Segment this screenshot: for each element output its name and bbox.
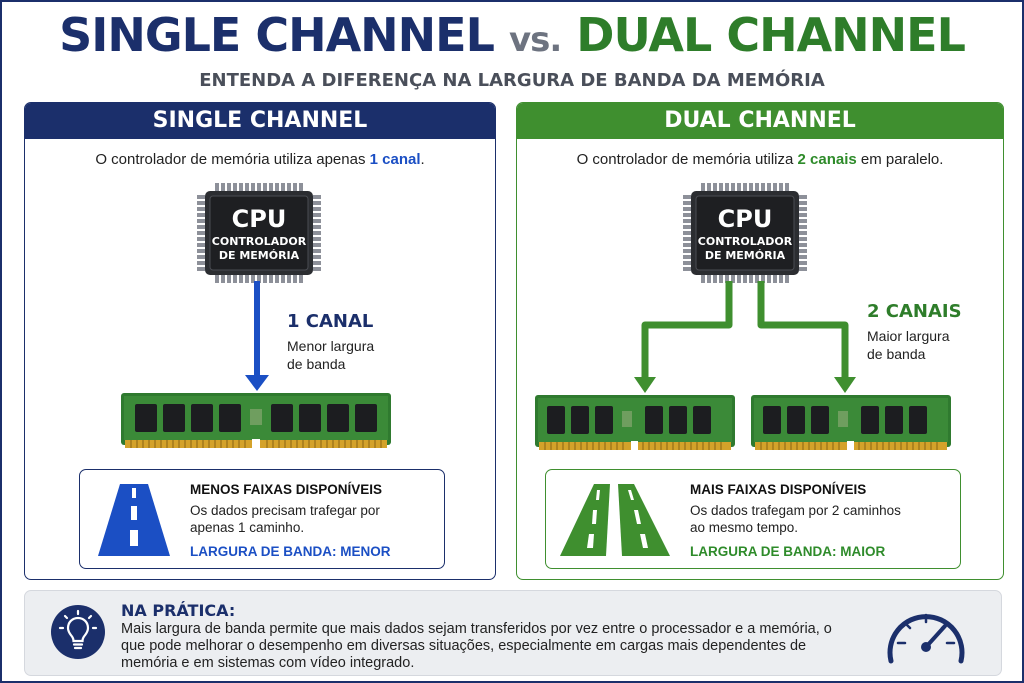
single-box-title: MENOS FAIXAS DISPONÍVEIS [190, 482, 383, 497]
practice-text: Mais largura de banda permite que mais d… [121, 621, 832, 671]
dual-cpu-sub-2: DE MEMÓRIA [704, 249, 786, 262]
dual-info-box: MAIS FAIXAS DISPONÍVEIS Os dados trafega… [545, 469, 961, 569]
single-info-box: MENOS FAIXAS DISPONÍVEIS Os dados precis… [79, 469, 445, 569]
single-channel-panel: SINGLE CHANNEL O controlador de memória … [24, 102, 496, 580]
dual-cpu-subtitle: CONTROLADOR DE MEMÓRIA [683, 235, 807, 263]
dual-desc-end: em paralelo. [856, 151, 944, 168]
single-cpu-subtitle: CONTROLADOR DE MEMÓRIA [197, 235, 321, 263]
lightbulb-icon [51, 605, 105, 659]
dual-ram-module-2-icon [751, 395, 951, 451]
practice-box: NA PRÁTICA: Mais largura de banda permit… [24, 590, 1002, 676]
single-box-text-1: Os dados precisam trafegar por [190, 503, 380, 518]
single-desc-highlight: 1 canal [369, 151, 421, 168]
dual-box-text: Os dados trafegam por 2 caminhos ao mesm… [690, 502, 901, 536]
dual-note-line-1: Maior largura [867, 328, 950, 344]
cpu-chip-icon [197, 183, 321, 283]
dual-channel-label: 2 CANAIS [867, 301, 962, 322]
single-box-text: Os dados precisam trafegar por apenas 1 … [190, 502, 380, 536]
dual-cpu-sub-1: CONTROLADOR [697, 235, 793, 248]
single-cpu-sub-2: DE MEMÓRIA [218, 249, 300, 262]
dual-note-line-2: de banda [867, 346, 926, 362]
dual-channel-arrows-icon [634, 281, 856, 393]
single-note-line-1: Menor largura [287, 338, 375, 354]
speedometer-icon [887, 613, 965, 664]
subtitle: ENTENDA A DIFERENÇA NA LARGURA DE BANDA … [199, 70, 825, 91]
single-cpu-title: CPU [231, 205, 287, 233]
single-channel-label: 1 CANAL [287, 311, 374, 332]
practice-title: NA PRÁTICA: [121, 601, 236, 620]
dual-desc-text: O controlador de memória utiliza [576, 151, 798, 168]
single-box-text-2: apenas 1 caminho. [190, 520, 305, 535]
title-dual-channel: DUAL CHANNEL [576, 8, 966, 62]
dual-channel-note: Maior largura de banda [867, 327, 949, 363]
single-cpu-sub-1: CONTROLADOR [211, 235, 307, 248]
single-bandwidth-label: LARGURA DE BANDA: MENOR [190, 544, 391, 559]
dual-panel-heading: DUAL CHANNEL [517, 103, 1003, 139]
single-panel-description: O controlador de memória utiliza apenas … [25, 151, 495, 168]
dual-bandwidth-label: LARGURA DE BANDA: MAIOR [690, 544, 886, 559]
single-note-line-2: de banda [287, 356, 346, 372]
dual-box-text-1: Os dados trafegam por 2 caminhos [690, 503, 901, 518]
dual-ram-module-1-icon [535, 395, 735, 451]
title-vs: vs. [508, 20, 562, 60]
cpu-chip-icon [683, 183, 807, 283]
dual-cpu-title: CPU [717, 205, 773, 233]
single-desc-end: . [420, 151, 425, 168]
single-channel-arrow-icon [245, 281, 269, 391]
dual-box-text-2: ao mesmo tempo. [690, 520, 799, 535]
dual-desc-highlight: 2 canais [797, 151, 857, 168]
single-panel-heading: SINGLE CHANNEL [25, 103, 495, 139]
main-title: SINGLE CHANNEL vs. DUAL CHANNEL [2, 8, 1022, 62]
dual-panel-description: O controlador de memória utiliza 2 canai… [517, 151, 1003, 168]
dual-cpu-chip: CPU CONTROLADOR DE MEMÓRIA [683, 183, 807, 283]
title-single-channel: SINGLE CHANNEL [59, 8, 495, 62]
one-lane-road-icon [98, 484, 170, 556]
single-channel-note: Menor largura de banda [287, 337, 374, 373]
single-desc-text: O controlador de memória utiliza apenas [95, 151, 370, 168]
dual-box-title: MAIS FAIXAS DISPONÍVEIS [690, 482, 867, 497]
dual-channel-panel: DUAL CHANNEL O controlador de memória ut… [516, 102, 1004, 580]
single-ram-module-icon [121, 393, 391, 449]
two-lane-road-icon [560, 484, 670, 556]
single-cpu-chip: CPU CONTROLADOR DE MEMÓRIA [197, 183, 321, 283]
